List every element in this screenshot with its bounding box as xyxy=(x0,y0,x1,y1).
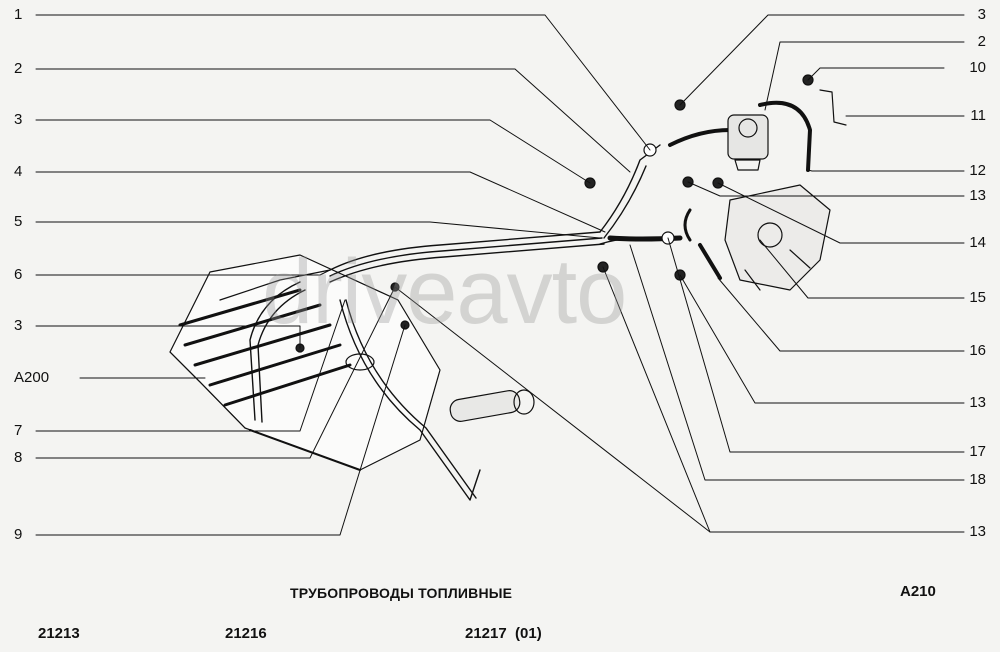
callout-left-4: 4 xyxy=(14,163,23,180)
callout-left-5: 5 xyxy=(14,213,23,230)
callout-right-13a: 13 xyxy=(969,187,986,204)
callout-right-13b: 13 xyxy=(969,394,986,411)
callout-left-7: 7 xyxy=(14,422,23,439)
leader-lines-left xyxy=(35,14,651,536)
callout-right-11: 11 xyxy=(970,107,986,124)
drawing-code: А210 xyxy=(900,583,936,600)
callout-right-13c: 13 xyxy=(969,523,986,540)
callout-left-3: 3 xyxy=(14,111,23,128)
model-21216: 21216 xyxy=(225,625,267,642)
carburetor xyxy=(724,184,831,291)
callout-right-10: 10 xyxy=(969,59,986,76)
fuel-tank xyxy=(169,254,441,471)
watermark: driveavto xyxy=(262,241,627,343)
callout-right-17: 17 xyxy=(969,443,986,460)
callout-left-6: 6 xyxy=(14,266,23,283)
callout-left-2: 2 xyxy=(14,60,23,77)
model-21213: 21213 xyxy=(38,625,80,642)
fuel-pipes xyxy=(249,100,812,501)
leader-lines-right xyxy=(394,14,965,533)
fuel-filter xyxy=(449,389,535,422)
callout-left-3b: 3 xyxy=(14,317,23,334)
callout-left-8: 8 xyxy=(14,449,23,466)
callout-right-12: 12 xyxy=(969,162,986,179)
callout-right-2: 2 xyxy=(977,33,986,50)
callout-left-9: 9 xyxy=(14,526,23,543)
callout-right-3: 3 xyxy=(977,6,986,23)
model-21217: 21217 (01) xyxy=(465,625,542,642)
callout-left-1: 1 xyxy=(14,6,23,23)
callout-right-16: 16 xyxy=(969,342,986,359)
callout-right-18: 18 xyxy=(969,471,986,488)
callout-left-a200: A200 xyxy=(14,369,50,386)
callout-right-14: 14 xyxy=(969,234,986,251)
callout-right-15: 15 xyxy=(969,289,986,306)
drawing-title: ТРУБОПРОВОДЫ ТОПЛИВНЫЕ xyxy=(290,585,513,601)
fuel-pump xyxy=(727,114,769,171)
